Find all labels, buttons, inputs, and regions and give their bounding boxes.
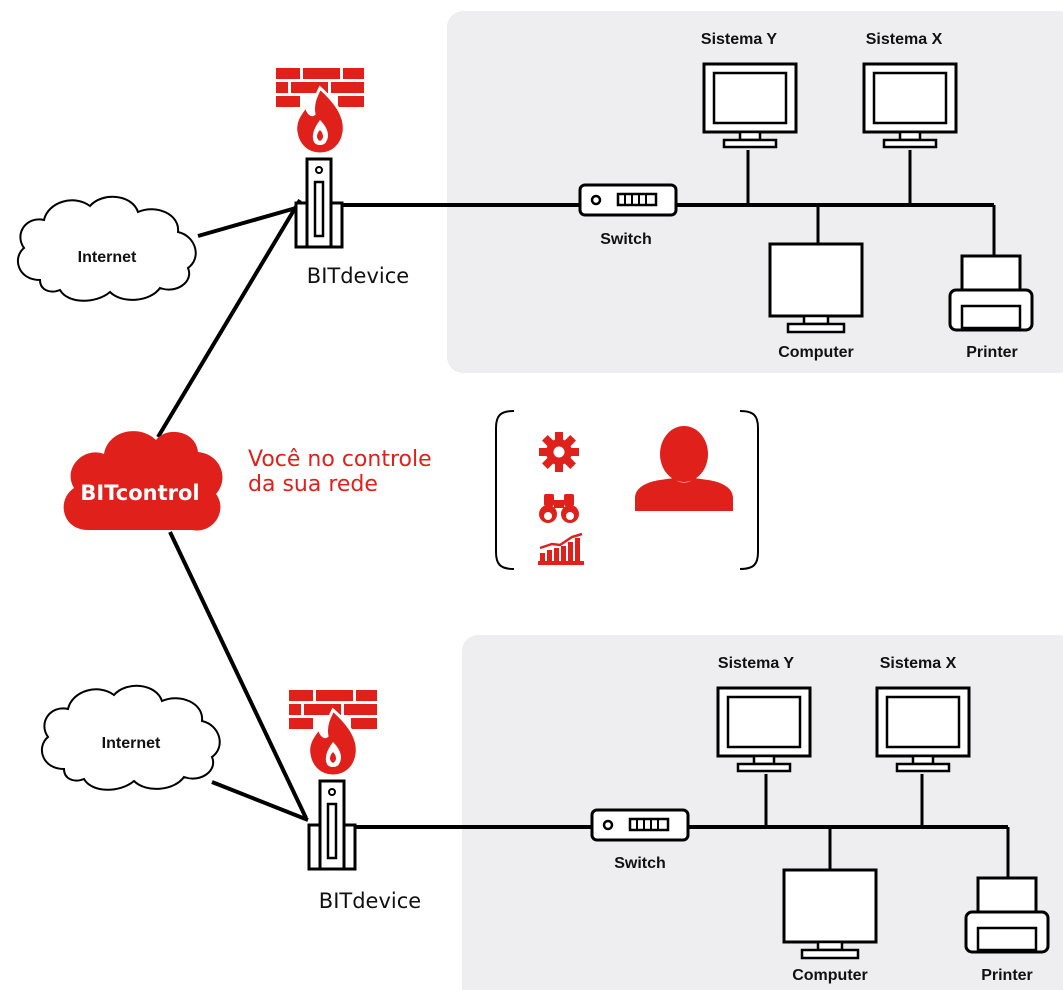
tagline-line2: da sua rede [248,472,378,497]
tagline-line1: Você no controle [248,447,432,472]
system-y-label-top: Sistema Y [701,31,778,48]
internet-label-top: Internet [78,249,137,266]
bitcontrol-hub: BITcontrol Você no controle da sua rede [63,410,759,570]
bitdevice-label-bottom: BITdevice [319,889,421,913]
link-internet-top [197,206,297,238]
switch-label-top: Switch [600,231,652,248]
computer-label-top: Computer [778,344,854,361]
firewall-icon [287,688,379,778]
bitcontrol-cloud [63,431,223,531]
switch-icon [590,808,690,842]
link-bitcontrol-top [156,198,302,439]
user-icon [635,426,733,511]
site-bottom: Internet BITdevice Switch Sistema Y Sist… [40,655,1050,984]
bitdevice-icon [294,157,344,249]
printer-icon [948,254,1034,332]
internet-label-bottom: Internet [102,735,161,752]
bitdevice-label-top: BITdevice [307,264,409,288]
bracket-left [495,410,515,570]
system-y-label-bottom: Sistema Y [718,655,795,672]
switch-label-bottom: Switch [614,855,666,872]
printer-icon [964,876,1050,954]
chart-icon [538,532,584,565]
gear-icon [539,432,579,472]
bitdevice-icon [307,779,357,871]
computer-label-bottom: Computer [792,967,868,984]
system-x-label-bottom: Sistema X [880,655,957,672]
binoculars-icon [539,494,579,523]
printer-label-bottom: Printer [981,967,1033,984]
system-x-label-top: Sistema X [866,31,943,48]
switch-icon [578,183,678,217]
bitcontrol-label: BITcontrol [80,481,199,505]
link-internet-bottom [211,780,309,822]
site-top: Internet BITdevice Switch Sistema Y Sist… [16,31,1034,361]
bracket-right [739,410,759,570]
link-bitcontrol-bottom [168,531,308,819]
firewall-icon [274,66,366,156]
printer-label-top: Printer [966,344,1018,361]
